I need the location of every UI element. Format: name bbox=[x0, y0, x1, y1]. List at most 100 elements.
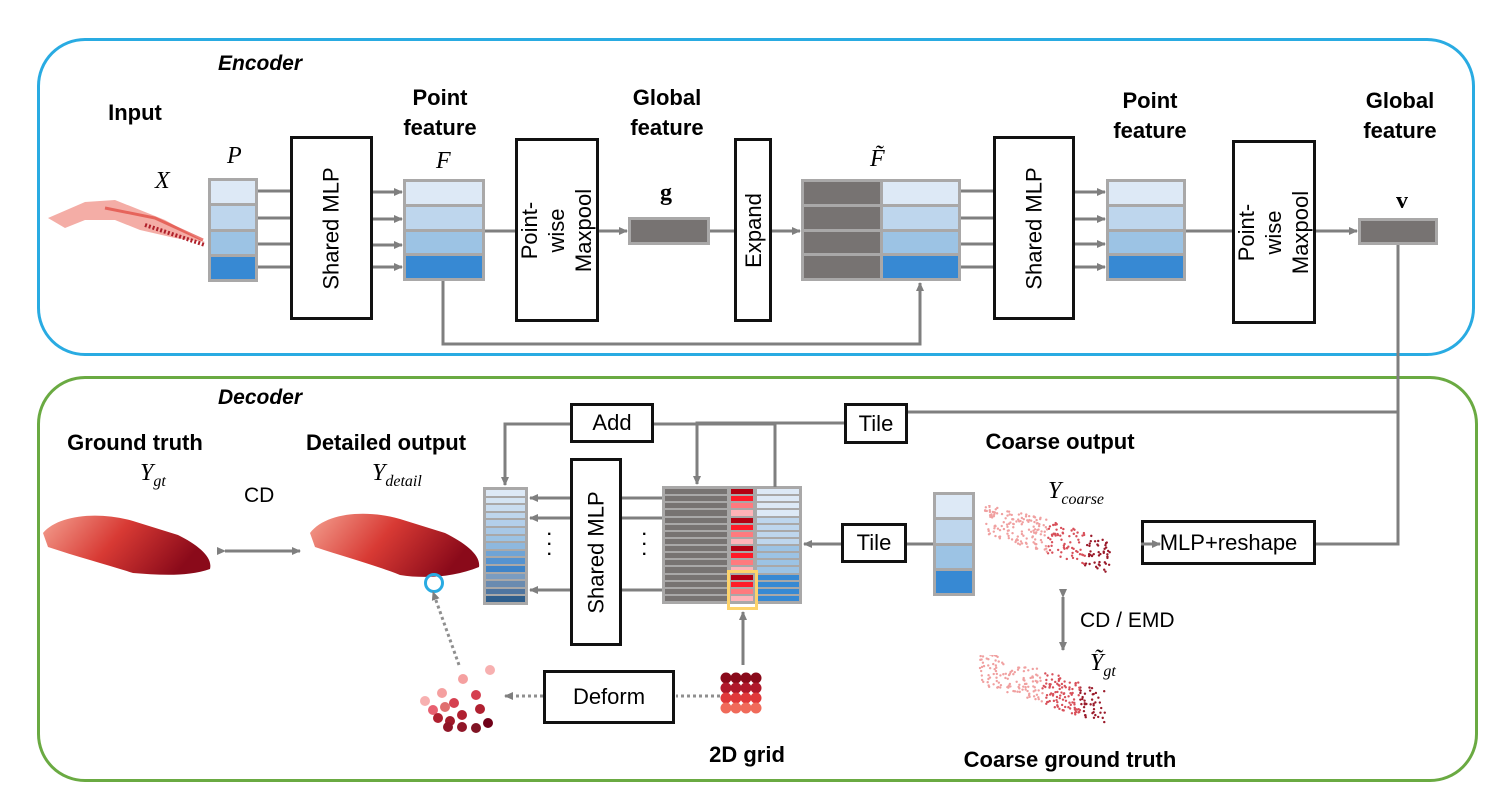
point bbox=[1037, 696, 1040, 699]
point bbox=[1057, 674, 1060, 677]
stack-cell bbox=[406, 231, 482, 254]
point bbox=[1062, 527, 1065, 531]
point bbox=[1089, 703, 1092, 706]
point bbox=[994, 669, 998, 673]
symbol-base: Y bbox=[1048, 478, 1062, 504]
point bbox=[1024, 666, 1027, 669]
point bbox=[1020, 542, 1024, 545]
point bbox=[1104, 543, 1107, 547]
point bbox=[1021, 521, 1024, 524]
grid-dot bbox=[720, 682, 732, 694]
point bbox=[1050, 544, 1053, 548]
point bbox=[1037, 524, 1041, 528]
grid-dot bbox=[750, 672, 762, 684]
point bbox=[999, 683, 1003, 687]
point bbox=[1092, 704, 1095, 707]
point bbox=[1068, 701, 1071, 704]
point bbox=[997, 660, 1000, 663]
point bbox=[1016, 542, 1020, 545]
point bbox=[1035, 522, 1039, 525]
stack-cell bbox=[804, 231, 880, 254]
point bbox=[1045, 700, 1049, 704]
point bbox=[1056, 704, 1059, 707]
point bbox=[1106, 555, 1109, 558]
stack-row bbox=[486, 550, 525, 557]
point bbox=[980, 658, 983, 661]
grid-dot bbox=[740, 682, 752, 694]
point bbox=[1017, 666, 1021, 669]
stack-cell bbox=[1109, 256, 1183, 278]
point bbox=[987, 684, 990, 687]
point bbox=[1058, 696, 1061, 700]
point bbox=[1083, 702, 1086, 705]
point bbox=[1026, 689, 1029, 693]
point bbox=[994, 664, 998, 667]
point bbox=[1007, 510, 1011, 513]
point bbox=[1007, 536, 1011, 540]
mlp-reshape-label: MLP+reshape bbox=[1159, 529, 1298, 555]
input-label: Input bbox=[108, 100, 162, 125]
point bbox=[999, 674, 1002, 677]
deform-box: Deform bbox=[543, 670, 675, 724]
point bbox=[1071, 556, 1075, 560]
stack-row bbox=[486, 581, 525, 587]
point bbox=[1035, 542, 1038, 546]
point bbox=[1077, 538, 1080, 541]
x-symbol: X bbox=[155, 168, 170, 194]
point bbox=[1104, 562, 1108, 565]
point bbox=[1071, 687, 1074, 691]
stack-cell bbox=[882, 206, 958, 229]
grid-dot bbox=[730, 702, 742, 714]
stack-cell bbox=[211, 256, 255, 279]
point bbox=[1012, 673, 1015, 676]
point bbox=[1010, 669, 1014, 673]
y-coarse-symbol: Ycoarse bbox=[1048, 478, 1104, 509]
grid-dot bbox=[730, 692, 742, 704]
point bbox=[1024, 686, 1027, 689]
point bbox=[1001, 661, 1004, 664]
point bbox=[1026, 545, 1029, 549]
maxpool-box-1: Point-wise Maxpool bbox=[515, 138, 599, 322]
symbol-sub: detail bbox=[385, 472, 422, 490]
point bbox=[1044, 544, 1048, 548]
point bbox=[1016, 535, 1019, 538]
stack-row bbox=[731, 560, 753, 566]
point bbox=[1011, 531, 1014, 535]
global-feature-label-2: Global feature bbox=[1363, 88, 1437, 143]
point bbox=[1100, 706, 1103, 710]
stack-row bbox=[757, 553, 799, 559]
stack-cell bbox=[211, 231, 255, 254]
coarse-feature-stack bbox=[933, 492, 975, 596]
point bbox=[1092, 552, 1095, 556]
point bbox=[1037, 697, 1040, 701]
point bbox=[1054, 680, 1057, 684]
stack-row bbox=[731, 531, 753, 537]
point bbox=[1073, 528, 1076, 531]
point bbox=[1027, 685, 1030, 688]
point bbox=[1022, 518, 1025, 521]
shared-mlp-box-2: Shared MLP bbox=[993, 136, 1075, 320]
point bbox=[1025, 537, 1028, 540]
point bbox=[1004, 517, 1007, 520]
point bbox=[1069, 541, 1072, 544]
point bbox=[1021, 688, 1024, 691]
deformed-dot bbox=[443, 722, 453, 732]
stack-row bbox=[757, 588, 799, 594]
point bbox=[1018, 690, 1021, 694]
point bbox=[989, 655, 992, 656]
stack-row bbox=[665, 560, 727, 566]
point bbox=[1026, 519, 1029, 522]
point bbox=[1103, 690, 1106, 693]
stack-cell bbox=[406, 206, 482, 229]
f-tilde-stack bbox=[801, 179, 961, 281]
stack-row bbox=[665, 588, 727, 594]
encoder-title: Encoder bbox=[218, 52, 303, 75]
expand-label: Expand bbox=[740, 192, 766, 268]
point bbox=[1097, 554, 1101, 557]
point bbox=[1008, 672, 1012, 675]
y-detail-symbol: Ydetail bbox=[372, 460, 422, 491]
point bbox=[1079, 548, 1082, 551]
point bbox=[1047, 527, 1051, 531]
point bbox=[1028, 692, 1031, 695]
tile-box-2: Tile bbox=[841, 523, 907, 563]
